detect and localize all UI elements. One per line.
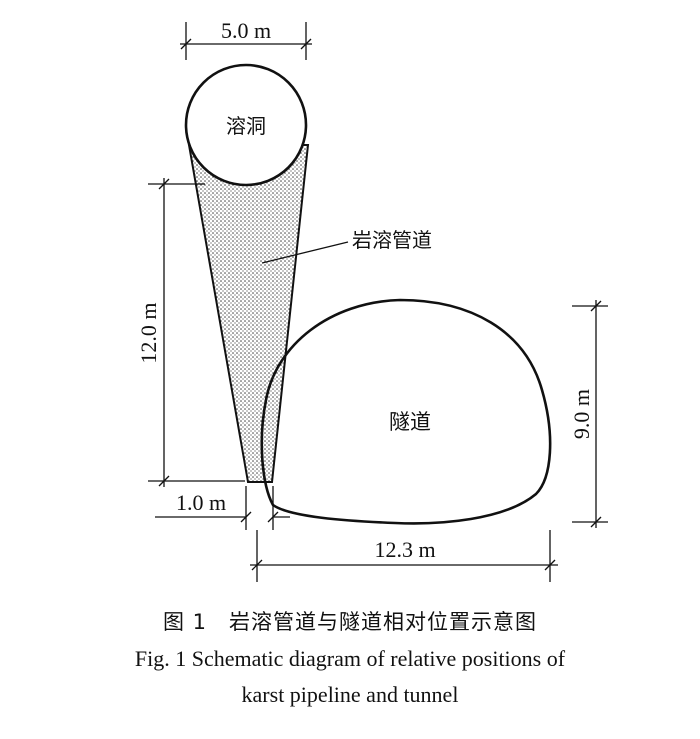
- karst-pipeline: [187, 144, 310, 483]
- schematic-diagram: 5.0 m 溶洞 岩溶管道 隧道 12.0 m 9.0 m 1.0 m 12.3…: [136, 18, 608, 582]
- cave-width-label: 5.0 m: [221, 18, 271, 43]
- tunnel-width-label: 12.3 m: [374, 537, 435, 562]
- pipeline-label: 岩溶管道: [352, 228, 432, 252]
- pipeline-height-dimension: [148, 178, 245, 487]
- tunnel-height-dimension: [572, 300, 608, 528]
- tunnel-label: 隧道: [389, 410, 431, 434]
- tunnel-height-label: 9.0 m: [569, 389, 594, 439]
- cave-label: 溶洞: [226, 114, 266, 138]
- figure-caption-en-line1: Fig. 1 Schematic diagram of relative pos…: [134, 646, 566, 671]
- gap-dimension: [155, 486, 290, 530]
- tunnel-outline: [260, 298, 552, 525]
- gap-label: 1.0 m: [176, 490, 226, 515]
- figure-caption-cn: 图 1 岩溶管道与隧道相对位置示意图: [162, 610, 538, 634]
- pipeline-height-label: 12.0 m: [136, 302, 161, 363]
- karst-cave: [184, 63, 308, 187]
- cave-width-dimension: [180, 22, 312, 60]
- tunnel-width-dimension: [250, 530, 558, 582]
- figure-caption-en-line2: karst pipeline and tunnel: [241, 682, 459, 707]
- pipeline-leader-line: [261, 241, 349, 264]
